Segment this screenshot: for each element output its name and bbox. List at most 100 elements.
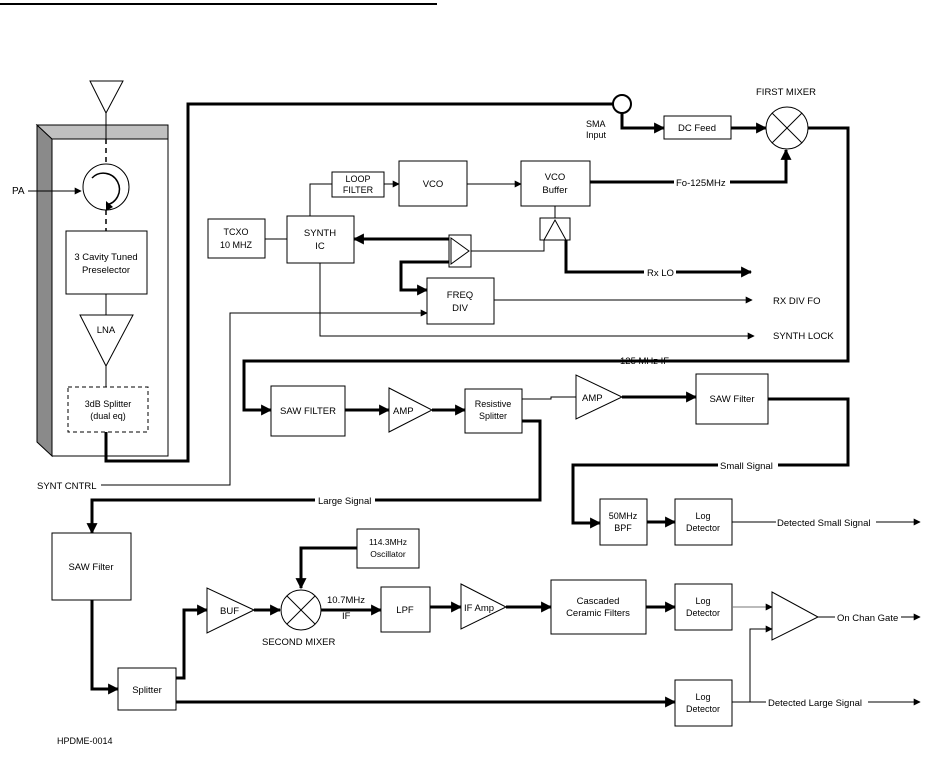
freq-div-line1: FREQ — [447, 290, 473, 301]
if-amp-amplifier: IF Amp — [460, 583, 508, 630]
on-chan-gate-label: On Chan Gate — [837, 613, 898, 624]
log-detector-1-line1: Log — [695, 511, 710, 521]
bpf-50-line2: BPF — [614, 523, 632, 533]
vco-buffer-line1: VCO — [545, 172, 566, 183]
log-detector-3-block: Log Detector — [674, 679, 733, 727]
rx-div-fo-label: RX DIV FO — [773, 296, 821, 307]
if-107-line1: 10.7MHz — [327, 595, 365, 606]
oscillator-block: 114.3MHz Oscillator — [356, 528, 420, 569]
synth-lock-path — [319, 263, 755, 340]
log-detector-2-block: Log Detector — [674, 583, 733, 631]
splitter-3db-block: 3dB Splitter (dual eq) — [67, 386, 149, 433]
enclosure — [35, 123, 169, 458]
sma-connector-icon — [612, 94, 632, 114]
splitter-3db-line2: (dual eq) — [90, 411, 126, 421]
synth-ic-line1: SYNTH — [304, 228, 336, 239]
log-detector-1-block: Log Detector — [674, 498, 733, 546]
synt-cntrl-label: SYNT CNTRL — [37, 481, 96, 492]
amp-2-label: AMP — [582, 393, 603, 404]
if-125-label: 125 MHz IF — [620, 356, 669, 367]
freq-div-line2: DIV — [452, 303, 469, 314]
tcxo-line1: TCXO — [223, 227, 248, 237]
lpf-block: LPF — [380, 586, 431, 633]
log-detector-1-line2: Detector — [686, 523, 720, 533]
synth-ic-line2: IC — [315, 241, 325, 252]
synt-cntrl-path — [101, 309, 428, 486]
if-amp-label: IF Amp — [464, 603, 494, 614]
preselector-label-line2: Preselector — [82, 265, 130, 276]
small-signal-path — [571, 397, 850, 529]
doc-id: HPDME-0014 — [57, 736, 113, 746]
vco-label: VCO — [423, 179, 444, 190]
tcxo-line2: 10 MHZ — [220, 240, 253, 250]
vco-buffer-block: VCO Buffer — [520, 160, 591, 207]
resistive-splitter-line2: Splitter — [479, 411, 507, 421]
fb-splitter-icon — [448, 234, 472, 268]
log-detector-2-line1: Log — [695, 596, 710, 606]
synth-lock-label: SYNTH LOCK — [773, 331, 834, 342]
lpf-label: LPF — [396, 605, 414, 616]
second-mixer-label: SECOND MIXER — [262, 637, 336, 648]
loop-filter-block: LOOP FILTER — [331, 171, 385, 198]
rf-path-main — [104, 102, 613, 463]
loop-filter-line1: LOOP — [345, 174, 370, 184]
lna-amplifier: LNA — [79, 314, 134, 368]
splitter-block: Splitter — [117, 667, 177, 711]
saw-filter-1-label: SAW FILTER — [280, 406, 336, 417]
first-mixer-label: FIRST MIXER — [756, 87, 816, 98]
fo-125-label: Fo-125MHz — [676, 178, 726, 189]
loop-filter-line2: FILTER — [343, 185, 374, 195]
second-mixer-icon — [280, 589, 322, 631]
saw-filter-3-block: SAW Filter — [51, 532, 132, 601]
splitter-3db-line1: 3dB Splitter — [85, 399, 132, 409]
tcxo-block: TCXO 10 MHZ — [207, 218, 266, 259]
amp-2-amplifier: AMP — [575, 374, 624, 420]
dc-feed-block: DC Feed — [663, 115, 732, 140]
if-125-path — [242, 126, 850, 416]
comparator-icon — [771, 591, 820, 641]
saw-filter-3-label: SAW Filter — [68, 562, 113, 573]
ceramic-filters-line2: Ceramic Filters — [566, 608, 630, 619]
saw-filter-2-block: SAW Filter — [695, 373, 769, 425]
bpf-50-line1: 50MHz — [609, 511, 638, 521]
buf-label: BUF — [220, 606, 239, 617]
rx-lo-label: Rx LO — [647, 268, 674, 279]
log-detector-3-line1: Log — [695, 692, 710, 702]
synth-ic-block: SYNTH IC — [286, 215, 355, 264]
rx-lo-path — [564, 240, 753, 278]
large-signal-path — [86, 419, 542, 535]
splitter-label: Splitter — [132, 685, 162, 696]
saw-filter-1-block: SAW FILTER — [270, 385, 346, 437]
small-signal-label: Small Signal — [720, 461, 773, 472]
bpf-50-block: 50MHz BPF — [599, 498, 648, 546]
vco-block: VCO — [398, 160, 468, 207]
lo-path — [590, 148, 792, 184]
lna-label: LNA — [97, 325, 116, 336]
log-detector-2-line2: Detector — [686, 608, 720, 618]
antenna-icon — [89, 80, 124, 139]
amp-1-label: AMP — [393, 406, 414, 417]
preselector-label-line1: 3 Cavity Tuned — [74, 252, 137, 263]
oscillator-line2: Oscillator — [370, 549, 406, 559]
detected-large-label: Detected Large Signal — [768, 698, 862, 709]
buf-amplifier: BUF — [206, 587, 256, 634]
ceramic-filters-line1: Cascaded — [577, 596, 620, 607]
log-detector-3-line2: Detector — [686, 704, 720, 714]
pa-label: PA — [12, 186, 25, 197]
sma-label-line2: Input — [586, 130, 607, 140]
circulator-icon — [82, 139, 130, 231]
vco-buffer-line2: Buffer — [542, 185, 567, 196]
dc-feed-label: DC Feed — [678, 123, 716, 134]
sma-label-line1: SMA — [586, 119, 606, 129]
amp-1-amplifier: AMP — [388, 387, 434, 433]
resistive-splitter-line1: Resistive — [475, 399, 512, 409]
preselector-block: 3 Cavity Tuned Preselector — [65, 230, 148, 295]
freq-div-block: FREQ DIV — [426, 277, 495, 325]
detected-small-label: Detected Small Signal — [777, 518, 870, 529]
saw-filter-2-label: SAW Filter — [709, 394, 754, 405]
resistive-splitter-block: Resistive Splitter — [464, 388, 523, 434]
ceramic-filters-block: Cascaded Ceramic Filters — [550, 579, 647, 635]
oscillator-line1: 114.3MHz — [369, 537, 407, 547]
if-107-line2: IF — [342, 611, 351, 622]
